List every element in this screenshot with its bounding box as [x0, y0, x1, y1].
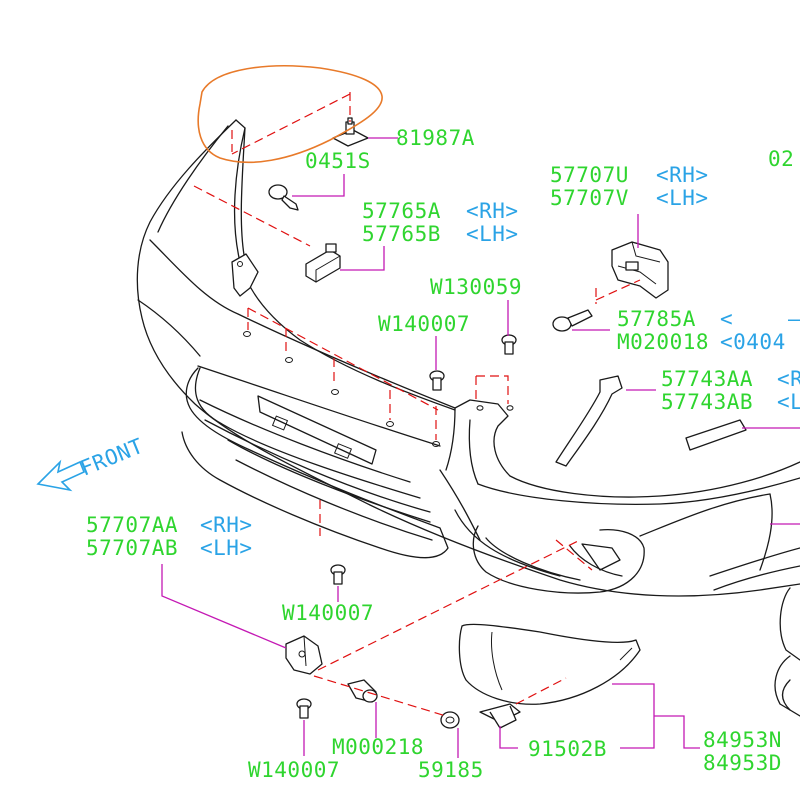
label-02: 02 [768, 147, 794, 171]
highlight-circle [197, 65, 383, 164]
tag-0404: <0404 [720, 330, 786, 354]
clip-81987A [332, 117, 369, 147]
bracket-57707AA [285, 635, 323, 675]
label-57743AB: 57743AB [661, 390, 753, 414]
label-57743AA: 57743AA [661, 367, 753, 391]
side-bracket [231, 253, 259, 297]
strip-57743AA [555, 375, 747, 467]
leader-lines [161, 137, 800, 758]
label-M000218: M000218 [332, 735, 424, 759]
label-W140007-top: W140007 [378, 312, 470, 336]
label-57785A: 57785A [617, 307, 696, 331]
label-57765A: 57765A [362, 199, 441, 223]
bracket-57707U [611, 241, 669, 299]
label-91502B: 91502B [528, 737, 607, 761]
mounting-holes [243, 331, 514, 447]
label-W130059: W130059 [430, 275, 522, 299]
nut-59185 [440, 711, 460, 729]
bumper-cover [136, 119, 800, 717]
tag-paren-57785A: < [720, 307, 733, 331]
label-0451S: 0451S [305, 149, 371, 173]
tag-rh-57707AA: <RH> [200, 513, 253, 537]
front-arrow-icon [36, 459, 86, 492]
tag-lh-57707AB: <LH> [200, 536, 253, 560]
tag-lh-57707V: <LH> [656, 186, 709, 210]
tag-rh-57707U: <RH> [656, 163, 709, 187]
bracket-57765A [305, 243, 341, 283]
tag-lh-57765B: <LH> [466, 222, 519, 246]
clip-91502B [479, 703, 521, 729]
label-57707AA: 57707AA [86, 513, 178, 537]
tag-r-57743AA: <R [777, 367, 800, 391]
label-81987A: 81987A [396, 126, 475, 150]
label-57707U: 57707U [550, 163, 629, 187]
front-label: FRONT [77, 434, 147, 481]
label-57707AB: 57707AB [86, 536, 178, 560]
label-M020018: M020018 [617, 330, 709, 354]
label-84953D: 84953D [703, 751, 782, 775]
dash-hint: — [788, 307, 800, 331]
fog-cover-84953N [458, 623, 641, 705]
label-84953N: 84953N [703, 728, 782, 752]
label-59185: 59185 [418, 758, 484, 782]
screw-0451S [268, 184, 299, 211]
label-W140007-mid: W140007 [282, 601, 374, 625]
tag-rh-57765A: <RH> [466, 199, 519, 223]
clip-W130059 [501, 334, 517, 355]
label-W140007-bottom: W140007 [248, 758, 340, 782]
bolt-57785A [552, 309, 593, 332]
clip-W140007-bottom [296, 698, 312, 719]
clip-W140007-top [429, 370, 445, 391]
label-57765B: 57765B [362, 222, 441, 246]
clip-W140007-mid [330, 564, 346, 585]
tag-l-57743AB: <L [777, 390, 800, 414]
assembly-lines [193, 92, 641, 717]
label-57707V: 57707V [550, 186, 629, 210]
